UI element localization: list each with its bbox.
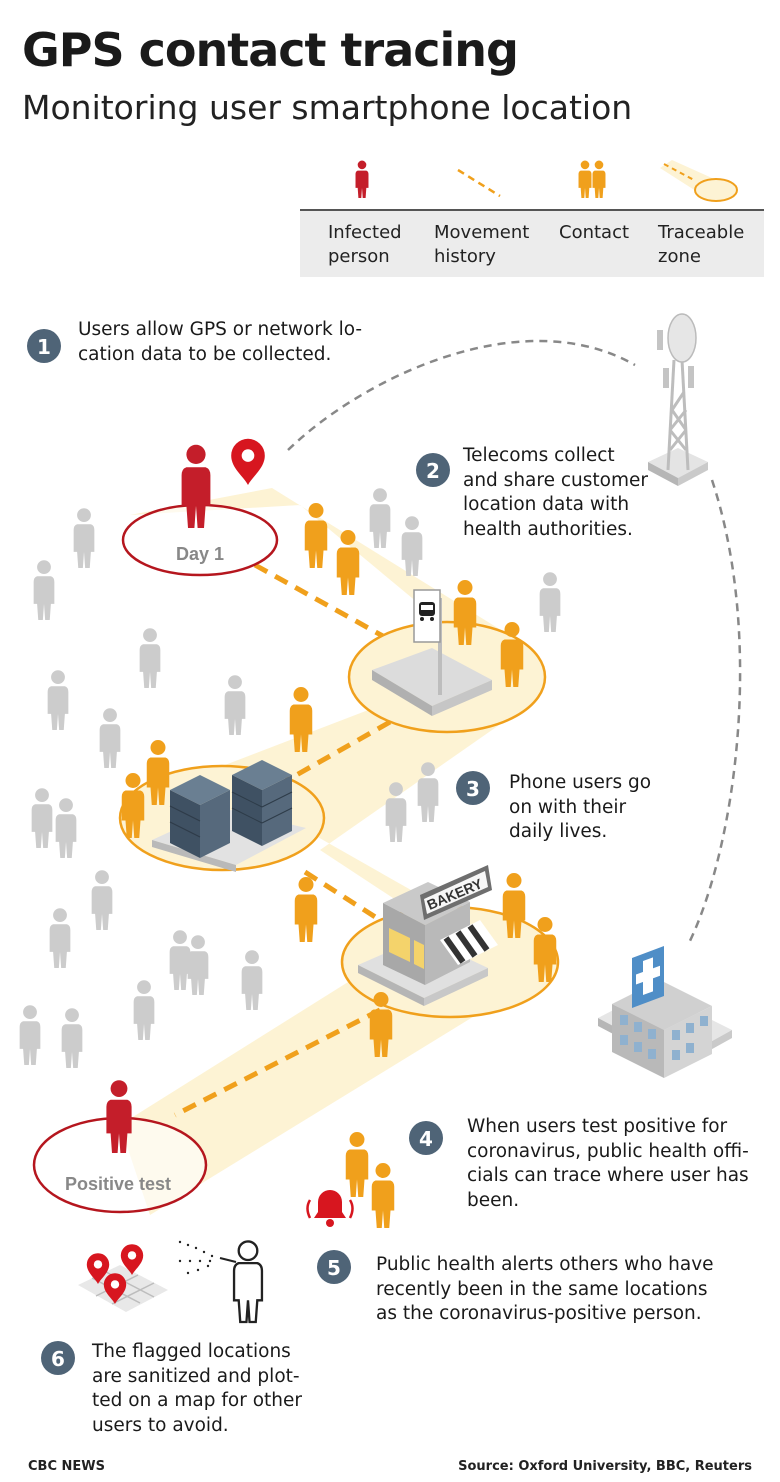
sanitizer-worker-icon — [178, 1240, 264, 1324]
page-subtitle: Monitoring user smartphone location — [22, 88, 633, 127]
step-5-text: Public health alerts others who have rec… — [376, 1254, 714, 1324]
step-badge-2: 2 — [416, 453, 450, 487]
svg-text:3: 3 — [466, 777, 480, 801]
positive-test-zone: Positive test — [32, 1080, 208, 1214]
contact-icon — [578, 160, 606, 198]
svg-text:2: 2 — [426, 459, 440, 483]
day-1-label: Day 1 — [176, 544, 224, 564]
bus-stop-zone — [347, 589, 547, 734]
footer-source: Source: Oxford University, BBC, Reuters — [458, 1459, 752, 1474]
traceable-zone-icon — [660, 160, 738, 202]
movement-history-line — [173, 562, 392, 1118]
legend: Infected person Movement history Contact… — [300, 209, 764, 277]
svg-text:1: 1 — [37, 335, 51, 359]
step-2-text: Telecoms collect and share customer loca… — [463, 445, 648, 540]
legend-label-movement: Movement history — [434, 222, 530, 267]
page-title: GPS contact tracing — [22, 23, 519, 77]
movement-history-icon — [457, 168, 501, 198]
infected-person-icon — [355, 160, 369, 198]
svg-text:5: 5 — [327, 1256, 341, 1280]
step-badge-5: 5 — [317, 1250, 351, 1284]
step-badge-1: 1 — [27, 329, 61, 363]
positive-test-label: Positive test — [65, 1174, 171, 1194]
traceable-path — [120, 488, 535, 1215]
location-pin-icon — [231, 438, 265, 485]
step-badge-6: 6 — [41, 1341, 75, 1375]
alert-bell-icon — [306, 1190, 354, 1227]
svg-text:6: 6 — [51, 1347, 65, 1371]
footer-credit: CBC NEWS — [28, 1459, 105, 1474]
step-badge-3: 3 — [456, 771, 490, 805]
step-badges: 1 2 3 4 5 6 — [27, 329, 490, 1375]
hospital-icon — [598, 946, 732, 1078]
step-6-text: The flagged locations are sanitized and … — [92, 1341, 302, 1436]
svg-text:4: 4 — [419, 1127, 433, 1151]
office-zone — [118, 760, 326, 872]
step-4-text: When users test positive for coronavirus… — [467, 1116, 749, 1211]
legend-label-zone: Traceable zone — [658, 222, 745, 267]
step-badge-4: 4 — [409, 1121, 443, 1155]
flagged-map-icon — [78, 1244, 168, 1312]
legend-label-contact: Contact — [559, 222, 630, 243]
step-1-text: Users allow GPS or network lo- cation da… — [78, 319, 363, 365]
cell-tower-icon — [648, 313, 708, 486]
legend-label-infected: Infected person — [328, 222, 402, 267]
day-1-zone: Day 1 — [121, 444, 279, 577]
bakery-zone: BAKERY — [340, 865, 560, 1019]
data-flow-line — [287, 339, 742, 946]
step-3-text: Phone users go on with their daily lives… — [509, 772, 652, 842]
